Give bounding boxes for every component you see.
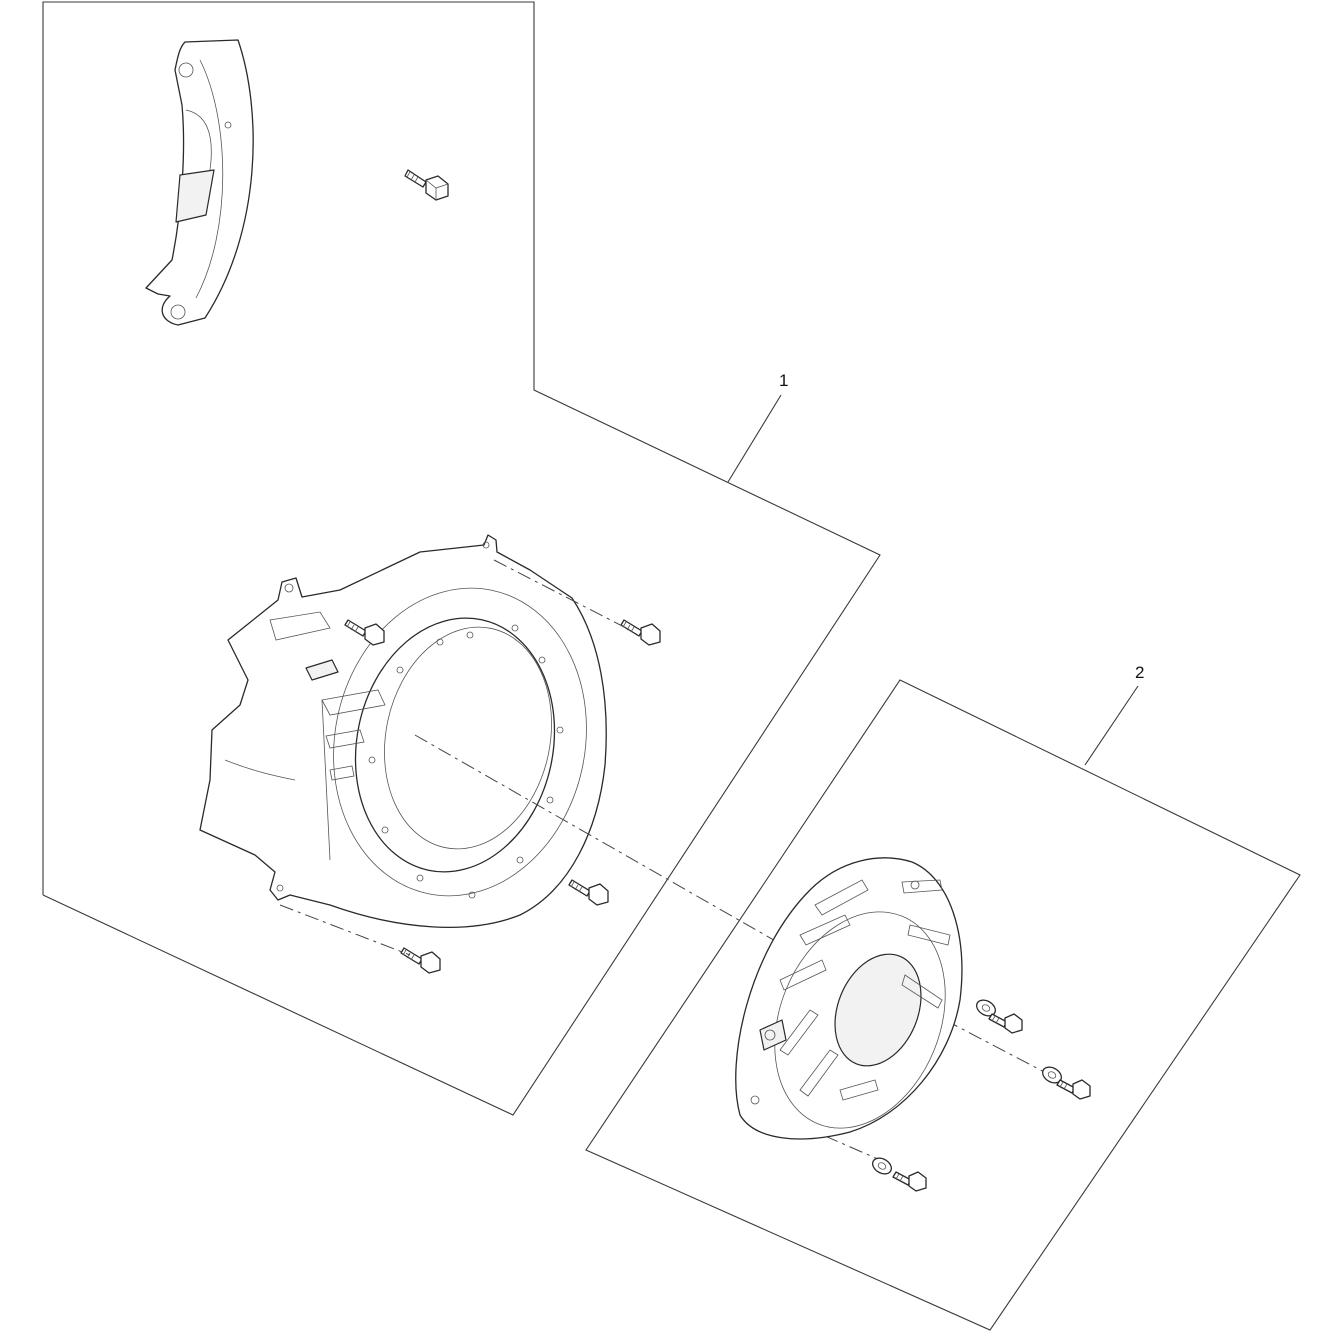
callout-1-label[interactable]: 1 — [779, 371, 788, 390]
bolt-recoil-2[interactable] — [1056, 1079, 1091, 1100]
callout-1[interactable]: 1 — [727, 371, 788, 483]
centerline-main — [414, 734, 801, 956]
bolt-housing-4[interactable] — [400, 947, 441, 974]
washer-recoil-3[interactable] — [870, 1155, 894, 1177]
bolt-recoil-3[interactable] — [892, 1171, 927, 1192]
callout-2-leader — [1084, 685, 1139, 766]
bolt-housing-2[interactable] — [620, 619, 661, 646]
assembly-1-frame — [42, 1, 881, 1116]
bolt-housing-1[interactable] — [344, 619, 385, 646]
fan-housing-part[interactable] — [199, 534, 614, 928]
baffle-plate-part[interactable] — [145, 39, 254, 326]
centerline-bolt-2 — [493, 559, 631, 631]
callout-1-leader — [727, 394, 782, 483]
washer-recoil-1[interactable] — [974, 997, 998, 1019]
callout-2-label[interactable]: 2 — [1135, 663, 1144, 682]
bolt-recoil-1[interactable] — [988, 1013, 1023, 1034]
recoil-cover-part[interactable] — [735, 857, 976, 1154]
centerline-recoil-2 — [944, 1019, 1051, 1076]
bolt-housing-3[interactable] — [568, 879, 609, 906]
bolt-upper[interactable] — [404, 169, 449, 201]
callout-2[interactable]: 2 — [1084, 663, 1144, 766]
centerline-bolt-4 — [279, 904, 411, 956]
assembly-2-frame — [585, 679, 1301, 1331]
